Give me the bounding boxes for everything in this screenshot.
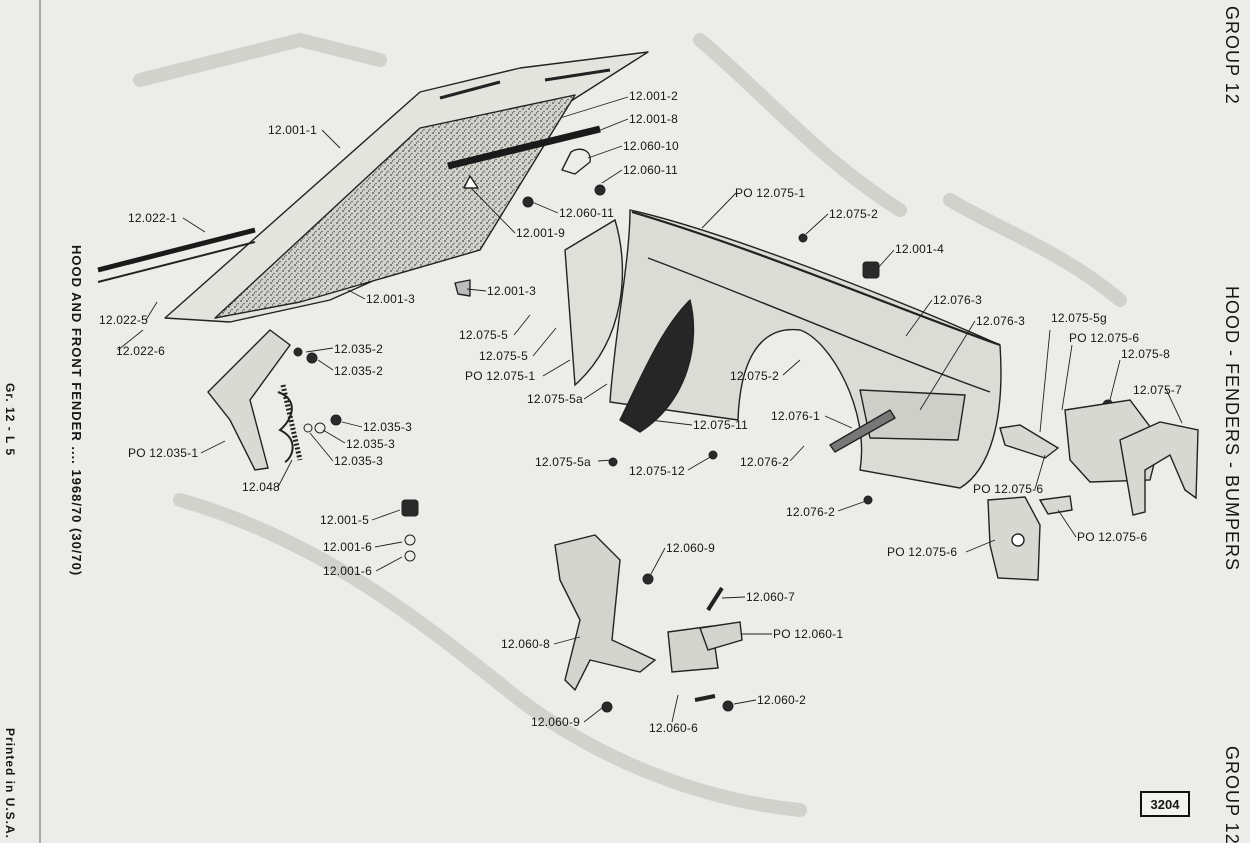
callout-label: 12.076-2 [786,505,835,519]
callout-label: 12.035-3 [334,454,383,468]
callout-label: 12.001-6 [323,540,372,554]
hood-hinge [207,329,303,471]
callout-label: PO 12.075-6 [973,482,1044,496]
callout-label: PO 12.075-6 [1077,530,1148,544]
printed-in: Printed in U.S.A. [3,728,17,840]
callout-label: 12.076-1 [771,409,820,423]
callout-label: 12.001-3 [487,284,536,298]
callout-label: 12.075-5a [535,455,591,469]
group-label-bottom: GROUP 12 [1222,746,1242,843]
callout-label: 12.001-8 [629,112,678,126]
callout-label: 12.075-8 [1121,347,1170,361]
callout-label: 12.060-9 [531,715,580,729]
callout-label: PO 12.035-1 [128,446,199,460]
page-reference: Gr. 12 - L 5 [3,383,17,457]
callout-label: 12.048 [242,480,280,494]
callout-label: 12.001-4 [895,242,944,256]
page-number-box: 3204 [1140,791,1190,817]
callout-label: PO 12.075-1 [465,369,536,383]
callout-label: 12.075-5g [1051,311,1107,325]
callout-label: 12.060-2 [757,693,806,707]
callout-label: 12.001-9 [516,226,565,240]
section-title: HOOD - FENDERS - BUMPERS [1222,286,1242,572]
callout-label: PO 12.060-1 [773,627,844,641]
callout-label: 12.035-2 [334,364,383,378]
callout-label: PO 12.075-6 [1069,331,1140,345]
ghost-background-drawing [133,32,1127,817]
callout-label: PO 12.075-1 [735,186,806,200]
callout-label: 12.035-2 [334,342,383,356]
fender-shield [564,218,624,387]
callout-label: 12.075-12 [629,464,685,478]
callout-label: 12.060-11 [559,206,614,220]
callout-label: 12.075-11 [693,418,748,432]
callout-label: 12.022-6 [116,344,165,358]
callout-label: 12.075-5 [459,328,508,342]
rear-fender-brackets [987,399,1199,581]
callout-label: 12.001-5 [320,513,369,527]
callout-label: 12.075-7 [1133,383,1182,397]
page-number: 3204 [1150,796,1180,812]
group-label-top: GROUP 12 [1222,6,1242,105]
callout-label: 12.076-2 [740,455,789,469]
callout-label: 12.060-11 [623,163,678,177]
callout-label: 12.060-6 [649,721,698,735]
callout-label: 12.035-3 [363,420,412,434]
callout-label: 12.022-1 [128,211,177,225]
callout-label: PO 12.075-6 [887,545,958,559]
lower-bracket [554,534,743,702]
callout-label: 12.060-7 [746,590,795,604]
callout-label: 12.022-5 [99,313,148,327]
callout-label: 12.060-9 [666,541,715,555]
leader-lines [117,96,1183,723]
callout-label: 12.001-1 [268,123,317,137]
callout-label: 12.075-5 [479,349,528,363]
front-fender [609,209,1002,489]
callout-label: 12.060-10 [623,139,679,153]
callout-label: 12.001-3 [366,292,415,306]
hood-assembly [97,51,649,323]
callout-label: 12.001-6 [323,564,372,578]
callout-label: 12.075-2 [829,207,878,221]
callout-label: 12.001-2 [629,89,678,103]
callout-label: 12.035-3 [346,437,395,451]
callout-label: 12.076-3 [976,314,1025,328]
left-title: HOOD AND FRONT FENDER .... 1968/70 (30/7… [69,245,84,577]
callout-label: 12.075-5a [527,392,583,406]
callout-label: 12.076-3 [933,293,982,307]
callout-label: 12.060-8 [501,637,550,651]
callout-label: 12.075-2 [730,369,779,383]
